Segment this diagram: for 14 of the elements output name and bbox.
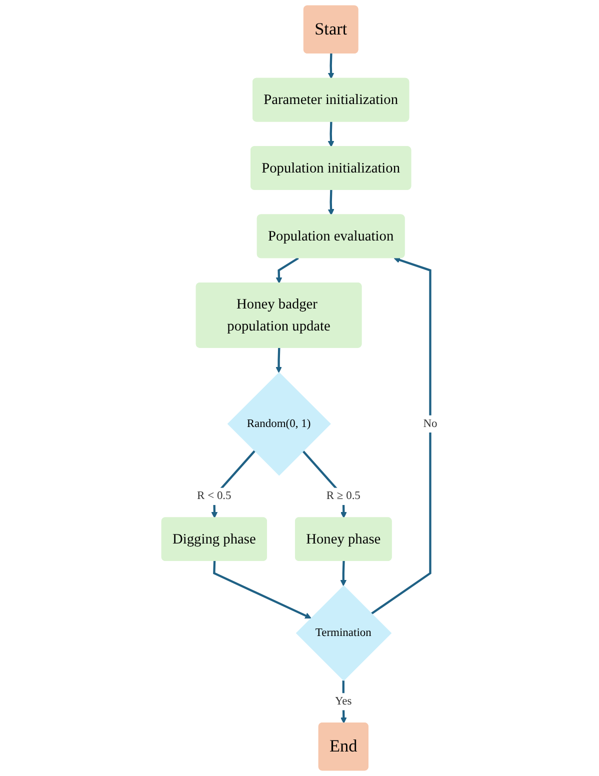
arrow bbox=[328, 53, 334, 79]
edge-label: R < 0.5 bbox=[197, 490, 232, 502]
arrow bbox=[276, 348, 282, 373]
edge-label: Yes bbox=[335, 695, 352, 708]
arrow bbox=[328, 190, 334, 216]
node-diamond: Random(0, 1) bbox=[227, 372, 331, 476]
arrow bbox=[213, 560, 312, 619]
arrow bbox=[276, 257, 299, 284]
arrow bbox=[370, 256, 432, 615]
arrow bbox=[328, 122, 334, 148]
arrow bbox=[340, 560, 347, 586]
edge-label: R ≥ 0.5 bbox=[326, 490, 360, 502]
edge-label: No bbox=[423, 417, 438, 430]
node-diamond: Termination bbox=[296, 585, 392, 682]
